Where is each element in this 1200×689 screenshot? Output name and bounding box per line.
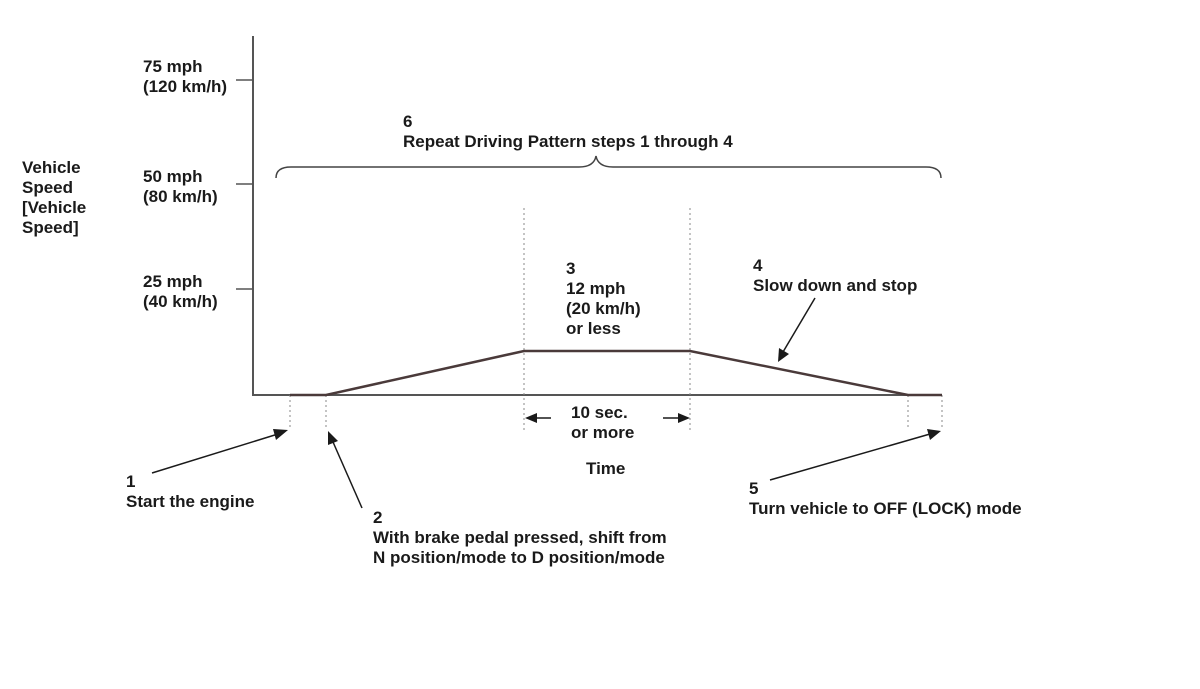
step6-text: Repeat Driving Pattern steps 1 through 4 (403, 132, 733, 151)
step5-number: 5 (749, 479, 758, 498)
y-tick-label-50-kmh: (80 km/h) (143, 187, 218, 206)
y-tick-label-75-mph: 75 mph (143, 57, 203, 76)
step2-text-line-2: N position/mode to D position/mode (373, 548, 665, 567)
y-axis-label-line-2: Speed (22, 178, 73, 197)
step4-text: Slow down and stop (753, 276, 917, 295)
y-tick-label-75-kmh: (120 km/h) (143, 77, 227, 96)
duration-label-line-2: or more (571, 423, 634, 442)
step1-number: 1 (126, 472, 135, 491)
duration-arrow-right-head (678, 413, 690, 423)
step1-leader (151, 433, 279, 474)
step2-arrowhead (328, 431, 338, 445)
y-axis-label-line-4: Speed] (22, 218, 79, 237)
duration-arrow-left-head (525, 413, 537, 423)
step2-text-line-1: With brake pedal pressed, shift from (373, 528, 667, 547)
step5-text: Turn vehicle to OFF (LOCK) mode (749, 499, 1022, 518)
y-tick-label-50-mph: 50 mph (143, 167, 203, 186)
y-axis-label-line-1: Vehicle (22, 158, 81, 177)
y-tick-label-25-mph: 25 mph (143, 272, 203, 291)
step2-leader (332, 441, 363, 509)
step4-leader (782, 297, 816, 353)
speed-profile-line (290, 349, 942, 397)
step1-text: Start the engine (126, 492, 254, 511)
y-axis-label-line-3: [Vehicle (22, 198, 86, 217)
y-tick-label-25-kmh: (40 km/h) (143, 292, 218, 311)
repeat-brace (275, 155, 942, 179)
step5-leader (769, 433, 931, 481)
step3-number: 3 (566, 259, 575, 278)
step6-number: 6 (403, 112, 412, 131)
step1-arrowhead (273, 429, 288, 440)
step3-text-line-3: or less (566, 319, 621, 338)
step3-text-line-2: (20 km/h) (566, 299, 641, 318)
duration-label-line-1: 10 sec. (571, 403, 628, 422)
step2-number: 2 (373, 508, 382, 527)
step4-number: 4 (753, 256, 763, 275)
step5-arrowhead (927, 429, 941, 440)
x-axis-label: Time (586, 459, 625, 478)
step3-text-line-1: 12 mph (566, 279, 626, 298)
step4-arrowhead (778, 348, 789, 362)
